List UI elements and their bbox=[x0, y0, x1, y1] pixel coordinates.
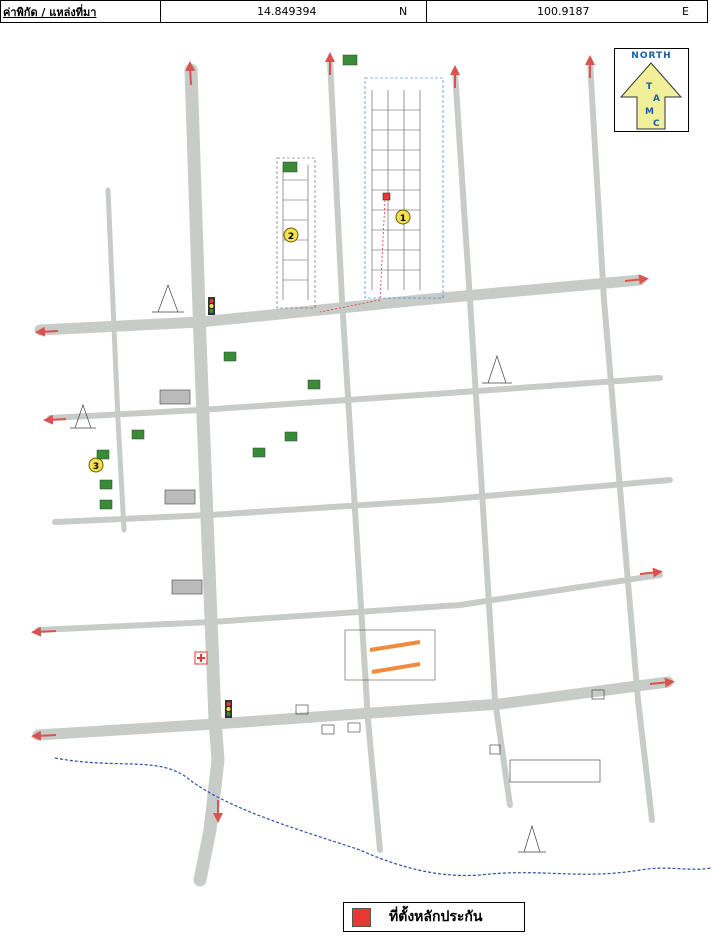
arrow-e4 bbox=[649, 677, 675, 688]
latitude-direction: N bbox=[399, 5, 408, 18]
road-v2 bbox=[452, 69, 513, 808]
project-grid-1 bbox=[364, 77, 444, 299]
road-h1 bbox=[47, 375, 663, 421]
temple-icons bbox=[70, 283, 546, 853]
coordinate-label-cell: ค่าพิกัด / แหล่งที่มา bbox=[1, 1, 161, 22]
road-h3 bbox=[35, 572, 663, 633]
hospital-icon bbox=[194, 651, 208, 665]
marker-circle-3 bbox=[88, 457, 104, 473]
coordinate-label: ค่าพิกัด / แหล่งที่มา bbox=[3, 5, 97, 19]
traffic-light-dot bbox=[209, 309, 214, 313]
temple-icon bbox=[482, 354, 512, 384]
arrow-w2 bbox=[43, 414, 67, 425]
main-vertical-highway bbox=[184, 63, 225, 887]
road-v3 bbox=[587, 59, 655, 823]
longitude-cell: 100.9187 E bbox=[427, 1, 707, 22]
longitude-value: 100.9187 bbox=[537, 5, 590, 18]
building-icon bbox=[96, 449, 110, 460]
place-box bbox=[295, 704, 309, 715]
building-icon bbox=[307, 379, 321, 390]
marker-label-3: 3 bbox=[93, 462, 99, 472]
upper-horizontal-highway bbox=[34, 274, 646, 336]
building-icon bbox=[131, 429, 145, 440]
compass-letter: C bbox=[653, 119, 660, 129]
building-icon bbox=[252, 447, 266, 458]
map-legend: ที่ตั้งหลักประกัน bbox=[343, 902, 525, 932]
lower-horizontal-highway bbox=[32, 676, 674, 741]
building-icon bbox=[284, 431, 298, 442]
place-box bbox=[321, 724, 335, 735]
arrow-e3 bbox=[639, 567, 663, 578]
temple-icon bbox=[518, 824, 546, 853]
building-icons bbox=[96, 54, 358, 510]
temple-icon bbox=[152, 283, 184, 313]
place-box bbox=[347, 722, 361, 733]
road-v1 bbox=[327, 57, 383, 853]
building-icon bbox=[282, 161, 298, 173]
traffic-light-dot bbox=[226, 702, 231, 706]
road-h2 bbox=[52, 477, 673, 525]
building-icon bbox=[99, 479, 113, 490]
project-site-box bbox=[344, 629, 436, 681]
building-icon bbox=[342, 54, 358, 66]
factory-icon bbox=[164, 489, 196, 505]
arrow-n1 bbox=[185, 61, 196, 86]
factory-icons bbox=[159, 389, 203, 595]
traffic-light-dot bbox=[209, 299, 214, 303]
latitude-value: 14.849394 bbox=[257, 5, 317, 18]
compass-letter: T bbox=[646, 82, 653, 92]
legend-label: ที่ตั้งหลักประกัน bbox=[389, 909, 483, 925]
project-grid-2 bbox=[276, 157, 316, 309]
compass-letter: M bbox=[645, 107, 654, 117]
place-box bbox=[489, 744, 501, 755]
compass-box: NORTH T A M C bbox=[614, 48, 689, 132]
road-v4 bbox=[105, 187, 127, 533]
location-map: 1 2 3 bbox=[31, 52, 711, 887]
arrow-e1 bbox=[624, 274, 649, 285]
traffic-light-dot bbox=[209, 304, 214, 308]
factory-icon bbox=[171, 579, 203, 595]
place-box bbox=[591, 689, 605, 700]
project-site-bars bbox=[369, 640, 421, 674]
arrow-w1 bbox=[35, 326, 59, 337]
place-box bbox=[509, 759, 601, 783]
road-arrows bbox=[31, 52, 675, 823]
longitude-direction: E bbox=[682, 5, 689, 18]
marker-label-1: 1 bbox=[400, 214, 406, 224]
arrow-w3 bbox=[31, 626, 57, 637]
collateral-legend-swatch bbox=[352, 907, 371, 927]
distance-line bbox=[319, 199, 386, 313]
compass-letter: A bbox=[653, 94, 660, 104]
factory-icon bbox=[159, 389, 191, 405]
latitude-cell: 14.849394 N bbox=[161, 1, 427, 22]
temple-icon bbox=[70, 403, 96, 429]
building-icon bbox=[99, 499, 113, 510]
place-boxes bbox=[295, 689, 605, 783]
road-network bbox=[32, 57, 674, 887]
north-arrow-icon: T A M C bbox=[619, 62, 683, 130]
river bbox=[54, 757, 711, 877]
north-label: NORTH bbox=[631, 51, 672, 61]
marker-label-2: 2 bbox=[288, 232, 294, 242]
traffic-light-dot bbox=[226, 707, 231, 711]
marker-circle-1 bbox=[395, 209, 411, 225]
building-icon bbox=[223, 351, 237, 362]
traffic-lights bbox=[208, 297, 232, 718]
coordinate-header: ค่าพิกัด / แหล่งที่มา 14.849394 N 100.91… bbox=[0, 0, 708, 23]
numbered-markers: 1 2 3 bbox=[88, 209, 411, 473]
traffic-light-dot bbox=[226, 712, 231, 716]
marker-circle-2 bbox=[283, 227, 299, 243]
arrow-w4 bbox=[31, 730, 57, 741]
collateral-location-marker bbox=[382, 192, 391, 201]
